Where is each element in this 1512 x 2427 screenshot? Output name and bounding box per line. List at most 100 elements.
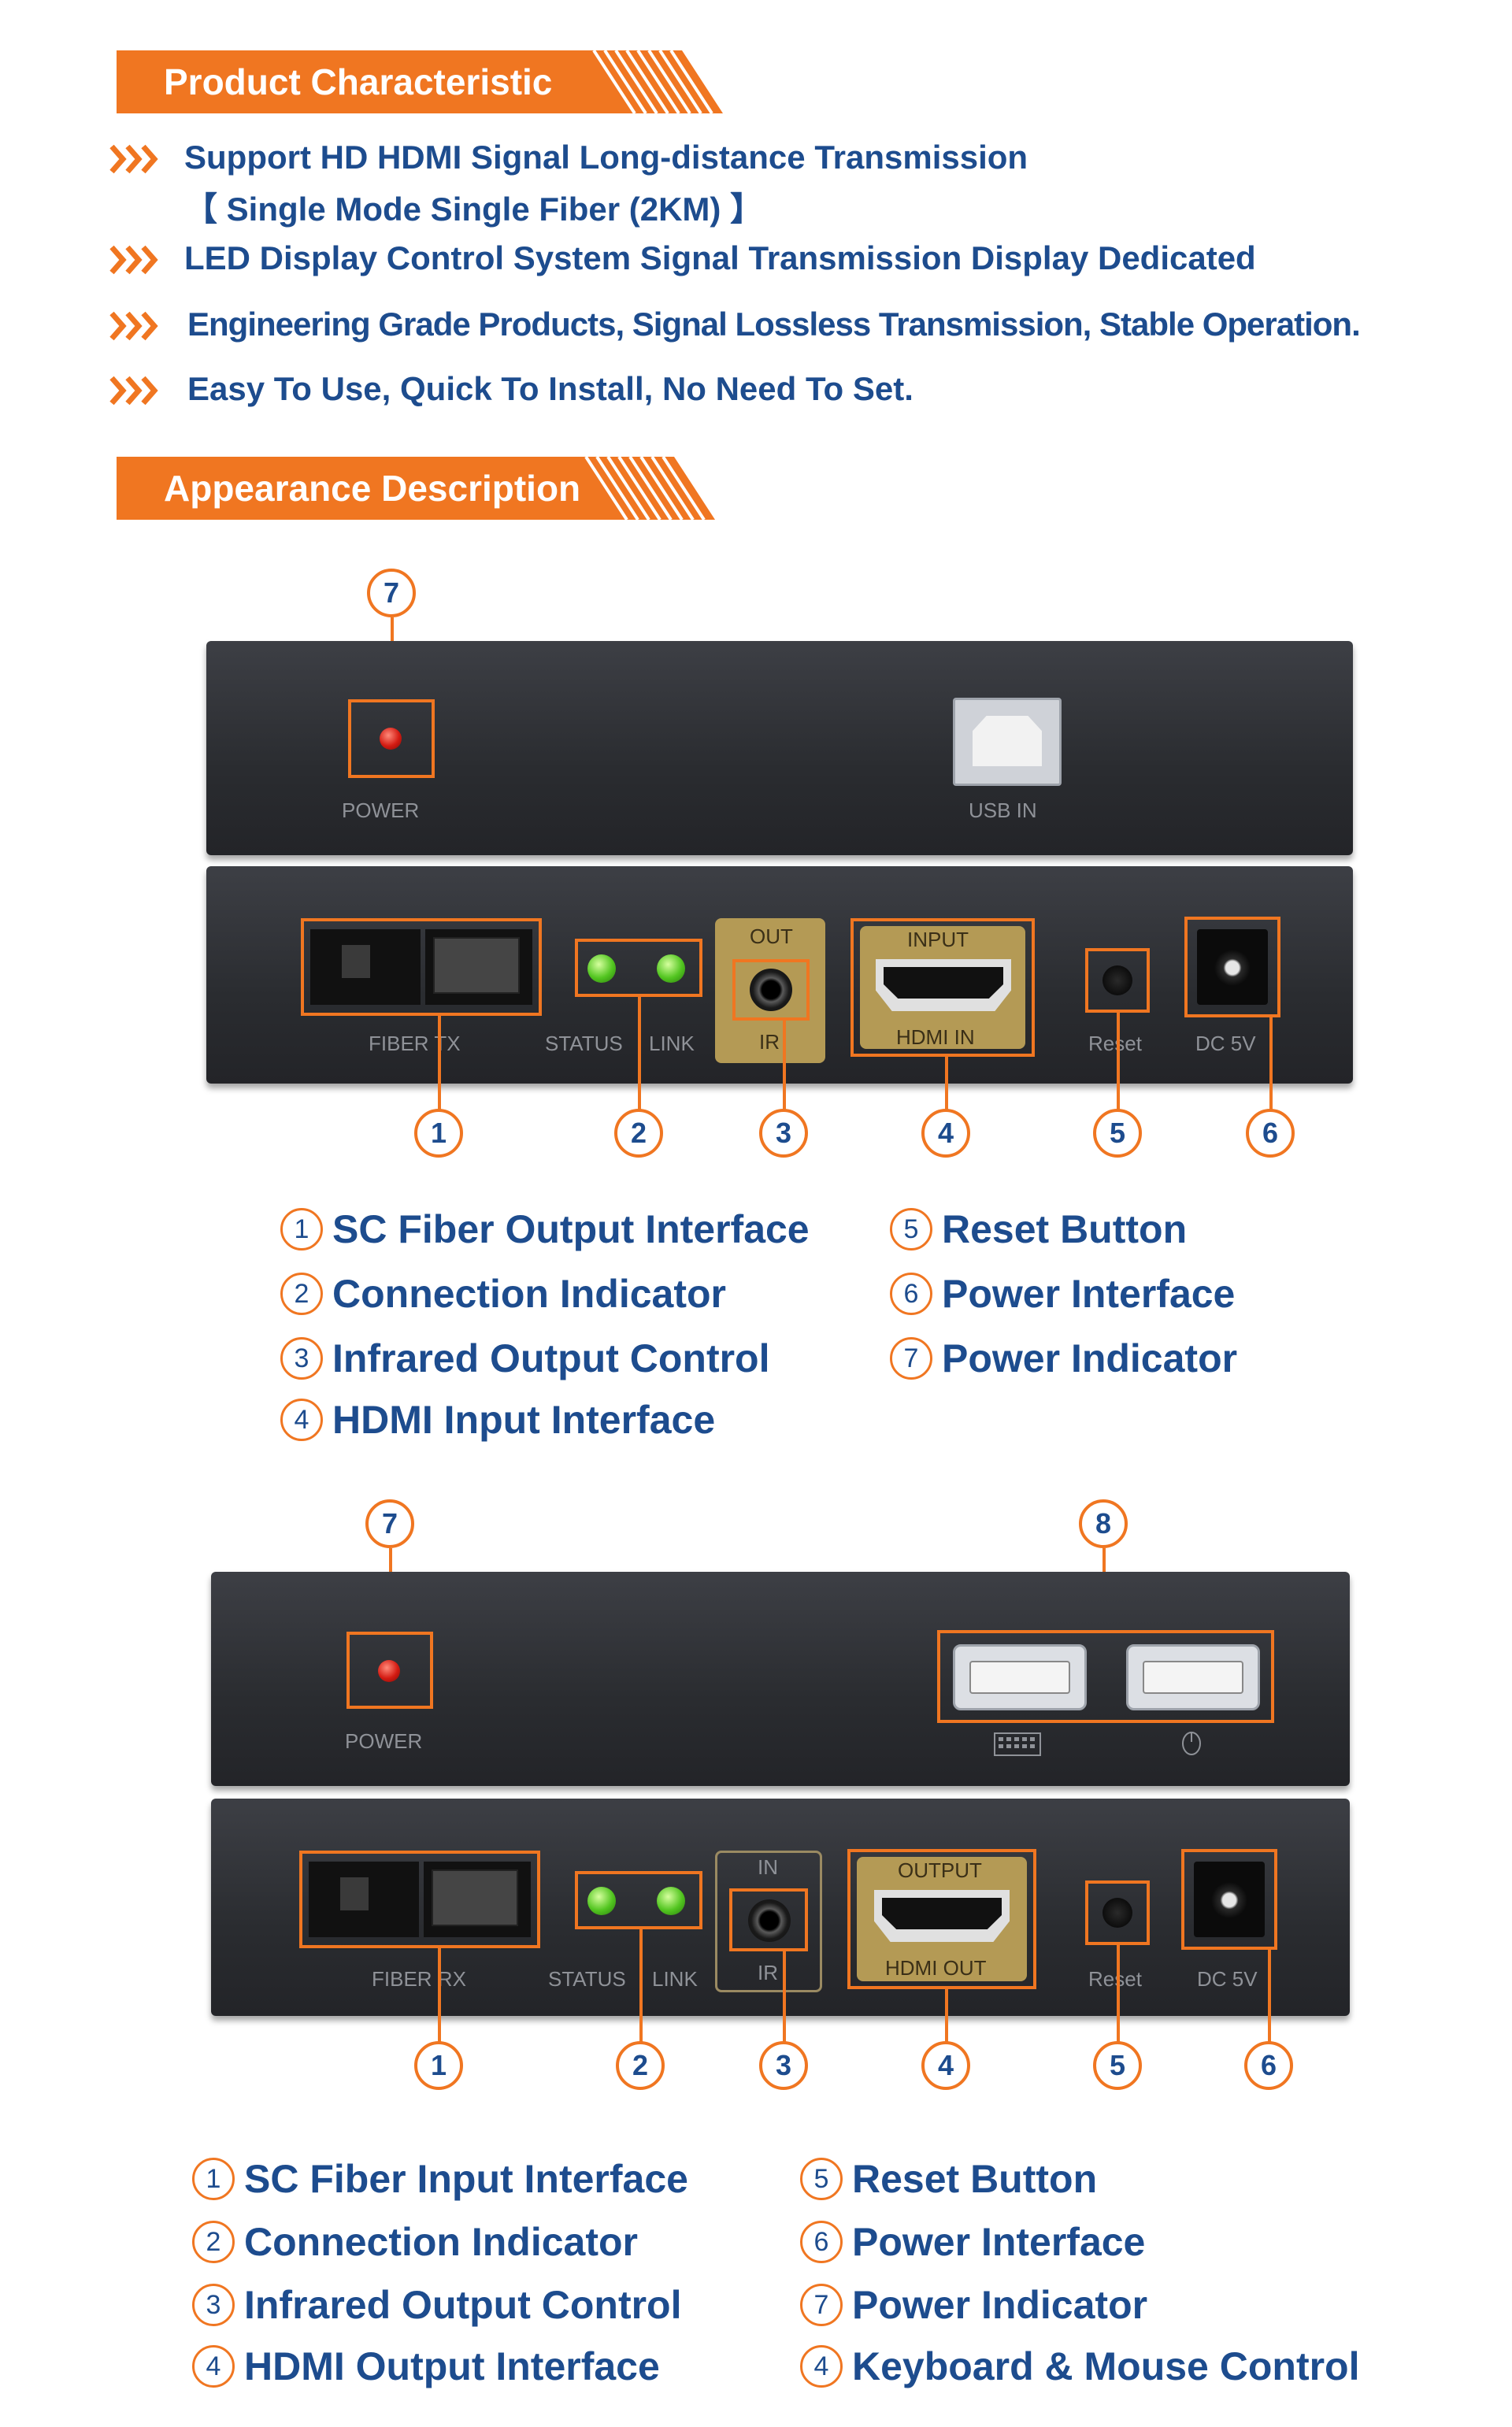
callout-fiber: 1	[414, 2041, 463, 2090]
power-label: POWER	[342, 799, 420, 822]
characteristic-text: Support HD HDMI Signal Long-distance Tra…	[184, 139, 1028, 176]
callout-line	[783, 1951, 786, 2043]
reset-label: Reset	[1088, 1967, 1142, 1991]
callout-indicator: 2	[616, 2041, 665, 2090]
chevron-right-icon	[109, 144, 158, 174]
stripes-decoration	[581, 457, 715, 520]
legend-text: Keyboard & Mouse Control	[852, 2344, 1360, 2388]
reset-highlight	[1085, 1880, 1150, 1945]
hdmi-highlight	[847, 1849, 1036, 1989]
transmitter-front-panel: FIBER TX STATUS LINK OUT IR INPUT HDMI I…	[206, 866, 1353, 1084]
hdmi-input-label: INPUT	[907, 928, 969, 951]
callout-line	[438, 1016, 441, 1110]
legend-number: 6	[800, 2221, 843, 2263]
callout-dc: 6	[1244, 2041, 1293, 2090]
hdmi-port	[874, 1890, 1010, 1942]
hdmi-out-label: HDMI OUT	[885, 1956, 987, 1980]
legend-text: Infrared Output Control	[244, 2283, 682, 2327]
callout-line	[438, 1948, 441, 2043]
reset-button[interactable]	[1102, 1898, 1132, 1928]
status-label: STATUS	[548, 1967, 626, 1991]
hdmi-port	[876, 959, 1011, 1011]
legend-text: Reset Button	[852, 2157, 1098, 2201]
link-led	[657, 1887, 685, 1915]
mouse-icon	[1182, 1732, 1201, 1755]
legend-text: Connection Indicator	[332, 1272, 726, 1316]
chevron-right-icon	[109, 376, 158, 406]
legend-text: SC Fiber Input Interface	[244, 2157, 688, 2201]
usb-in-label: USB IN	[969, 799, 1037, 822]
ir-in-label: IN	[758, 1855, 778, 1879]
reset-label: Reset	[1088, 1032, 1142, 1055]
hdmi-in-label: HDMI IN	[896, 1025, 975, 1049]
ir-plate	[715, 1851, 822, 1992]
sc-fiber-port	[310, 929, 421, 1005]
characteristic-text: LED Display Control System Signal Transm…	[184, 239, 1256, 276]
characteristic-text: Engineering Grade Products, Signal Lossl…	[187, 306, 1361, 343]
usb-b-port	[953, 698, 1062, 786]
legend-number: 3	[280, 1337, 323, 1380]
power-label: POWER	[345, 1729, 423, 1753]
legend-text: Power Interface	[942, 1272, 1236, 1316]
legend-number: 1	[280, 1208, 323, 1251]
callout-ir: 3	[759, 2041, 808, 2090]
callout-ir: 3	[759, 1109, 808, 1158]
ir-port-highlight	[732, 959, 810, 1021]
legend-text: HDMI Output Interface	[244, 2344, 660, 2388]
hdmi-output-label: OUTPUT	[898, 1858, 982, 1882]
dc-label: DC 5V	[1197, 1967, 1258, 1991]
sc-fiber-port	[425, 929, 532, 1005]
legend-number: 5	[800, 2158, 843, 2200]
legend-number: 7	[800, 2284, 843, 2326]
link-led	[657, 954, 685, 983]
dc-highlight	[1184, 917, 1280, 1017]
section-title: Product Characteristic	[164, 61, 553, 102]
power-led	[380, 728, 402, 750]
indicator-highlight	[575, 939, 702, 997]
callout-line	[1268, 1950, 1271, 2043]
legend-number: 6	[890, 1273, 932, 1315]
link-label: LINK	[652, 1967, 698, 1991]
legend-text: HDMI Input Interface	[332, 1398, 716, 1442]
ir-jack	[750, 969, 792, 1011]
power-led-highlight	[346, 1632, 433, 1709]
callout-dc: 6	[1246, 1109, 1295, 1158]
legend-text: SC Fiber Output Interface	[332, 1207, 810, 1251]
ir-out-label: OUT	[750, 924, 793, 948]
legend-number: 5	[890, 1208, 932, 1251]
callout-line	[945, 1057, 948, 1110]
dc-jack	[1194, 1862, 1265, 1937]
legend-number: 2	[280, 1273, 323, 1315]
legend-text: Reset Button	[942, 1207, 1188, 1251]
status-label: STATUS	[545, 1032, 623, 1055]
power-led-highlight	[348, 699, 435, 778]
callout-line	[1117, 1945, 1120, 2043]
status-led	[587, 1887, 616, 1915]
transmitter-top-panel: POWER USB IN	[206, 641, 1353, 855]
characteristic-text: Easy To Use, Quick To Install, No Need T…	[187, 370, 914, 407]
fiber-label: FIBER TX	[369, 1032, 461, 1055]
keyboard-icon	[994, 1732, 1041, 1756]
legend-number: 7	[890, 1337, 932, 1380]
callout-hdmi: 4	[921, 2041, 970, 2090]
callout-power-indicator: 7	[367, 569, 416, 617]
usb-highlight	[937, 1630, 1274, 1723]
power-led	[378, 1660, 400, 1682]
callout-line	[945, 1989, 948, 2043]
sc-fiber-port	[424, 1862, 531, 1937]
legend-number: 1	[192, 2158, 235, 2200]
legend-number: 3	[192, 2284, 235, 2326]
status-led	[587, 954, 616, 983]
chevron-right-icon	[109, 245, 158, 275]
legend-text: Power Interface	[852, 2220, 1146, 2264]
reset-button[interactable]	[1102, 965, 1132, 995]
stripes-decoration	[589, 50, 723, 113]
section-banner-appearance: Appearance Description	[117, 457, 723, 520]
legend-number: 4	[192, 2345, 235, 2388]
callout-line	[1269, 1017, 1273, 1110]
dc-highlight	[1181, 1849, 1277, 1950]
legend-text: Infrared Output Control	[332, 1336, 770, 1380]
link-label: LINK	[649, 1032, 695, 1055]
callout-reset: 5	[1093, 1109, 1142, 1158]
fiber-label: FIBER RX	[372, 1967, 466, 1991]
